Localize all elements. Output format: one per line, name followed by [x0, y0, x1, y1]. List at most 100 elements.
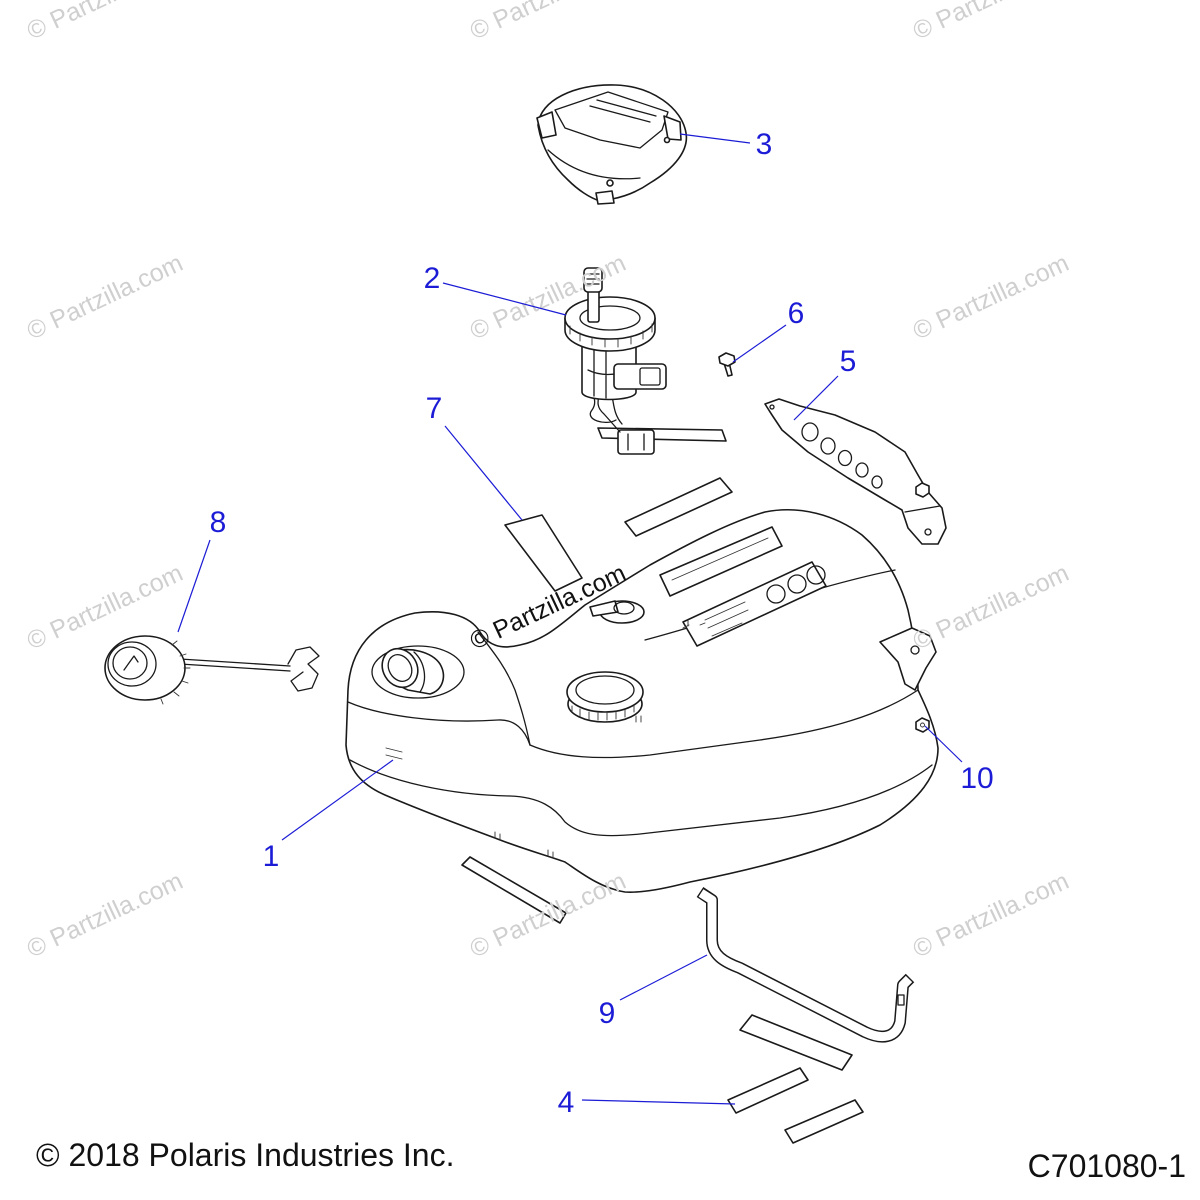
cover-left-tab	[536, 111, 557, 139]
callout-9: 9	[599, 997, 616, 1030]
cover-front-lip	[547, 149, 641, 180]
callout-3: 3	[756, 128, 773, 161]
watermark-text: © Partzilla.com	[909, 249, 1074, 346]
bracket-hole	[801, 422, 819, 442]
callouts: 3 2 6 5 7 8 10 1 9 4	[210, 128, 994, 1119]
leader-line-4	[581, 1099, 736, 1105]
strap-slot	[897, 994, 905, 1006]
leader-line-6	[732, 324, 787, 363]
leader-line-10	[924, 725, 963, 763]
tank-left-side-edge	[477, 631, 531, 746]
pump-lower-connector	[617, 429, 655, 455]
leader-line-5	[793, 375, 839, 421]
bracket-fold	[904, 505, 941, 513]
callout-7: 7	[426, 392, 443, 425]
callout-2: 2	[424, 262, 441, 295]
strip-4c	[784, 1099, 864, 1144]
tank-pump-opening	[566, 671, 644, 713]
filler-cap-drawing	[104, 635, 320, 705]
tank-front-mark	[385, 747, 403, 760]
bracket-tab-hole	[769, 404, 775, 410]
tank-filler-neck-ring	[413, 651, 426, 693]
diagram-code: C701080-1	[1028, 1148, 1186, 1184]
tank-pump-ring-teeth	[571, 705, 635, 721]
bracket-hole	[837, 449, 853, 467]
tank-label-circle	[806, 565, 826, 585]
cap-face	[107, 641, 157, 687]
tank-middle-edge	[529, 689, 919, 759]
callout-10: 10	[960, 762, 993, 795]
tank-small-mark	[635, 715, 642, 723]
tank-bottom-feet	[494, 831, 554, 859]
leader-line-8	[177, 539, 211, 633]
tank-mount-tab-hole	[910, 645, 920, 655]
bracket-hole	[871, 475, 883, 489]
leader-line-9	[619, 954, 708, 1001]
strip-lower	[461, 856, 567, 924]
pump-module-drawing	[564, 267, 727, 455]
tank-filler-opening-inner	[387, 654, 413, 682]
cap-arrow	[123, 655, 139, 671]
cap-knurl	[160, 640, 191, 705]
cover-bottom-tab	[595, 190, 615, 205]
tank-label-printed	[682, 561, 827, 647]
pump-flange-ribs	[569, 323, 653, 348]
strip-7	[504, 514, 583, 592]
watermark-text: © Partzilla.com	[909, 559, 1074, 656]
pump-lower-connector-detail	[627, 433, 645, 451]
bracket-lower-hole	[924, 528, 932, 536]
tank-filler-recess	[371, 645, 465, 699]
watermark-text: © Partzilla.com	[23, 249, 188, 346]
cover-side-hole	[663, 136, 671, 144]
bracket-bolt	[915, 482, 930, 498]
strip-4b	[727, 1067, 809, 1114]
cover-top-plate	[554, 91, 669, 149]
callout-5: 5	[840, 345, 857, 378]
tank-filler-opening	[381, 647, 419, 689]
tank-label-print-lines	[704, 601, 749, 637]
strap-fill	[698, 889, 913, 1042]
strip-4a	[739, 1014, 853, 1071]
tank-vent-cap	[613, 601, 635, 615]
tank-lower-band	[349, 759, 933, 837]
callout-6: 6	[788, 297, 805, 330]
strap-drawing	[696, 887, 915, 1043]
leader-line-1	[281, 759, 394, 841]
cap-tether	[179, 658, 291, 672]
pump-flange-inner	[579, 305, 641, 331]
strip-upper	[624, 477, 733, 537]
leader-line-2	[442, 282, 567, 316]
tank-label-blank	[659, 526, 783, 597]
tank-left-front-edge	[347, 701, 531, 746]
tank-label-blank-inner	[671, 537, 769, 581]
tank-pump-opening-inner	[575, 675, 635, 705]
bolt-drawing	[718, 352, 736, 377]
nut-hole	[920, 722, 925, 728]
pump-flange-top	[564, 296, 656, 340]
callout-1: 1	[263, 840, 280, 873]
bolt-head	[718, 352, 736, 367]
cover-drawing	[536, 84, 688, 205]
tank-label-circle	[787, 574, 807, 594]
tank-mount-tab	[879, 627, 937, 691]
watermark-text: © Partzilla.com	[23, 0, 188, 45]
tank-label-circle	[766, 584, 786, 604]
callout-8: 8	[210, 506, 227, 539]
nut-drawing	[915, 717, 930, 733]
cap-face-inner	[112, 646, 148, 680]
fuel-tank-drawing	[345, 509, 939, 893]
nut-body	[915, 717, 930, 733]
bracket-hole	[820, 437, 836, 455]
tank-vent-nozzle	[589, 600, 619, 617]
callout-4: 4	[558, 1086, 575, 1119]
leader-lines	[177, 133, 963, 1105]
leader-line-7	[444, 425, 523, 521]
pump-top-connector-ribs	[586, 273, 600, 285]
watermark-text: © Partzilla.com	[466, 0, 631, 45]
cap-tether-loop	[287, 646, 320, 692]
pump-side-box-inner	[639, 367, 661, 386]
bracket-hole	[855, 462, 869, 478]
leader-line-3	[679, 133, 751, 144]
cover-hole	[606, 179, 614, 187]
